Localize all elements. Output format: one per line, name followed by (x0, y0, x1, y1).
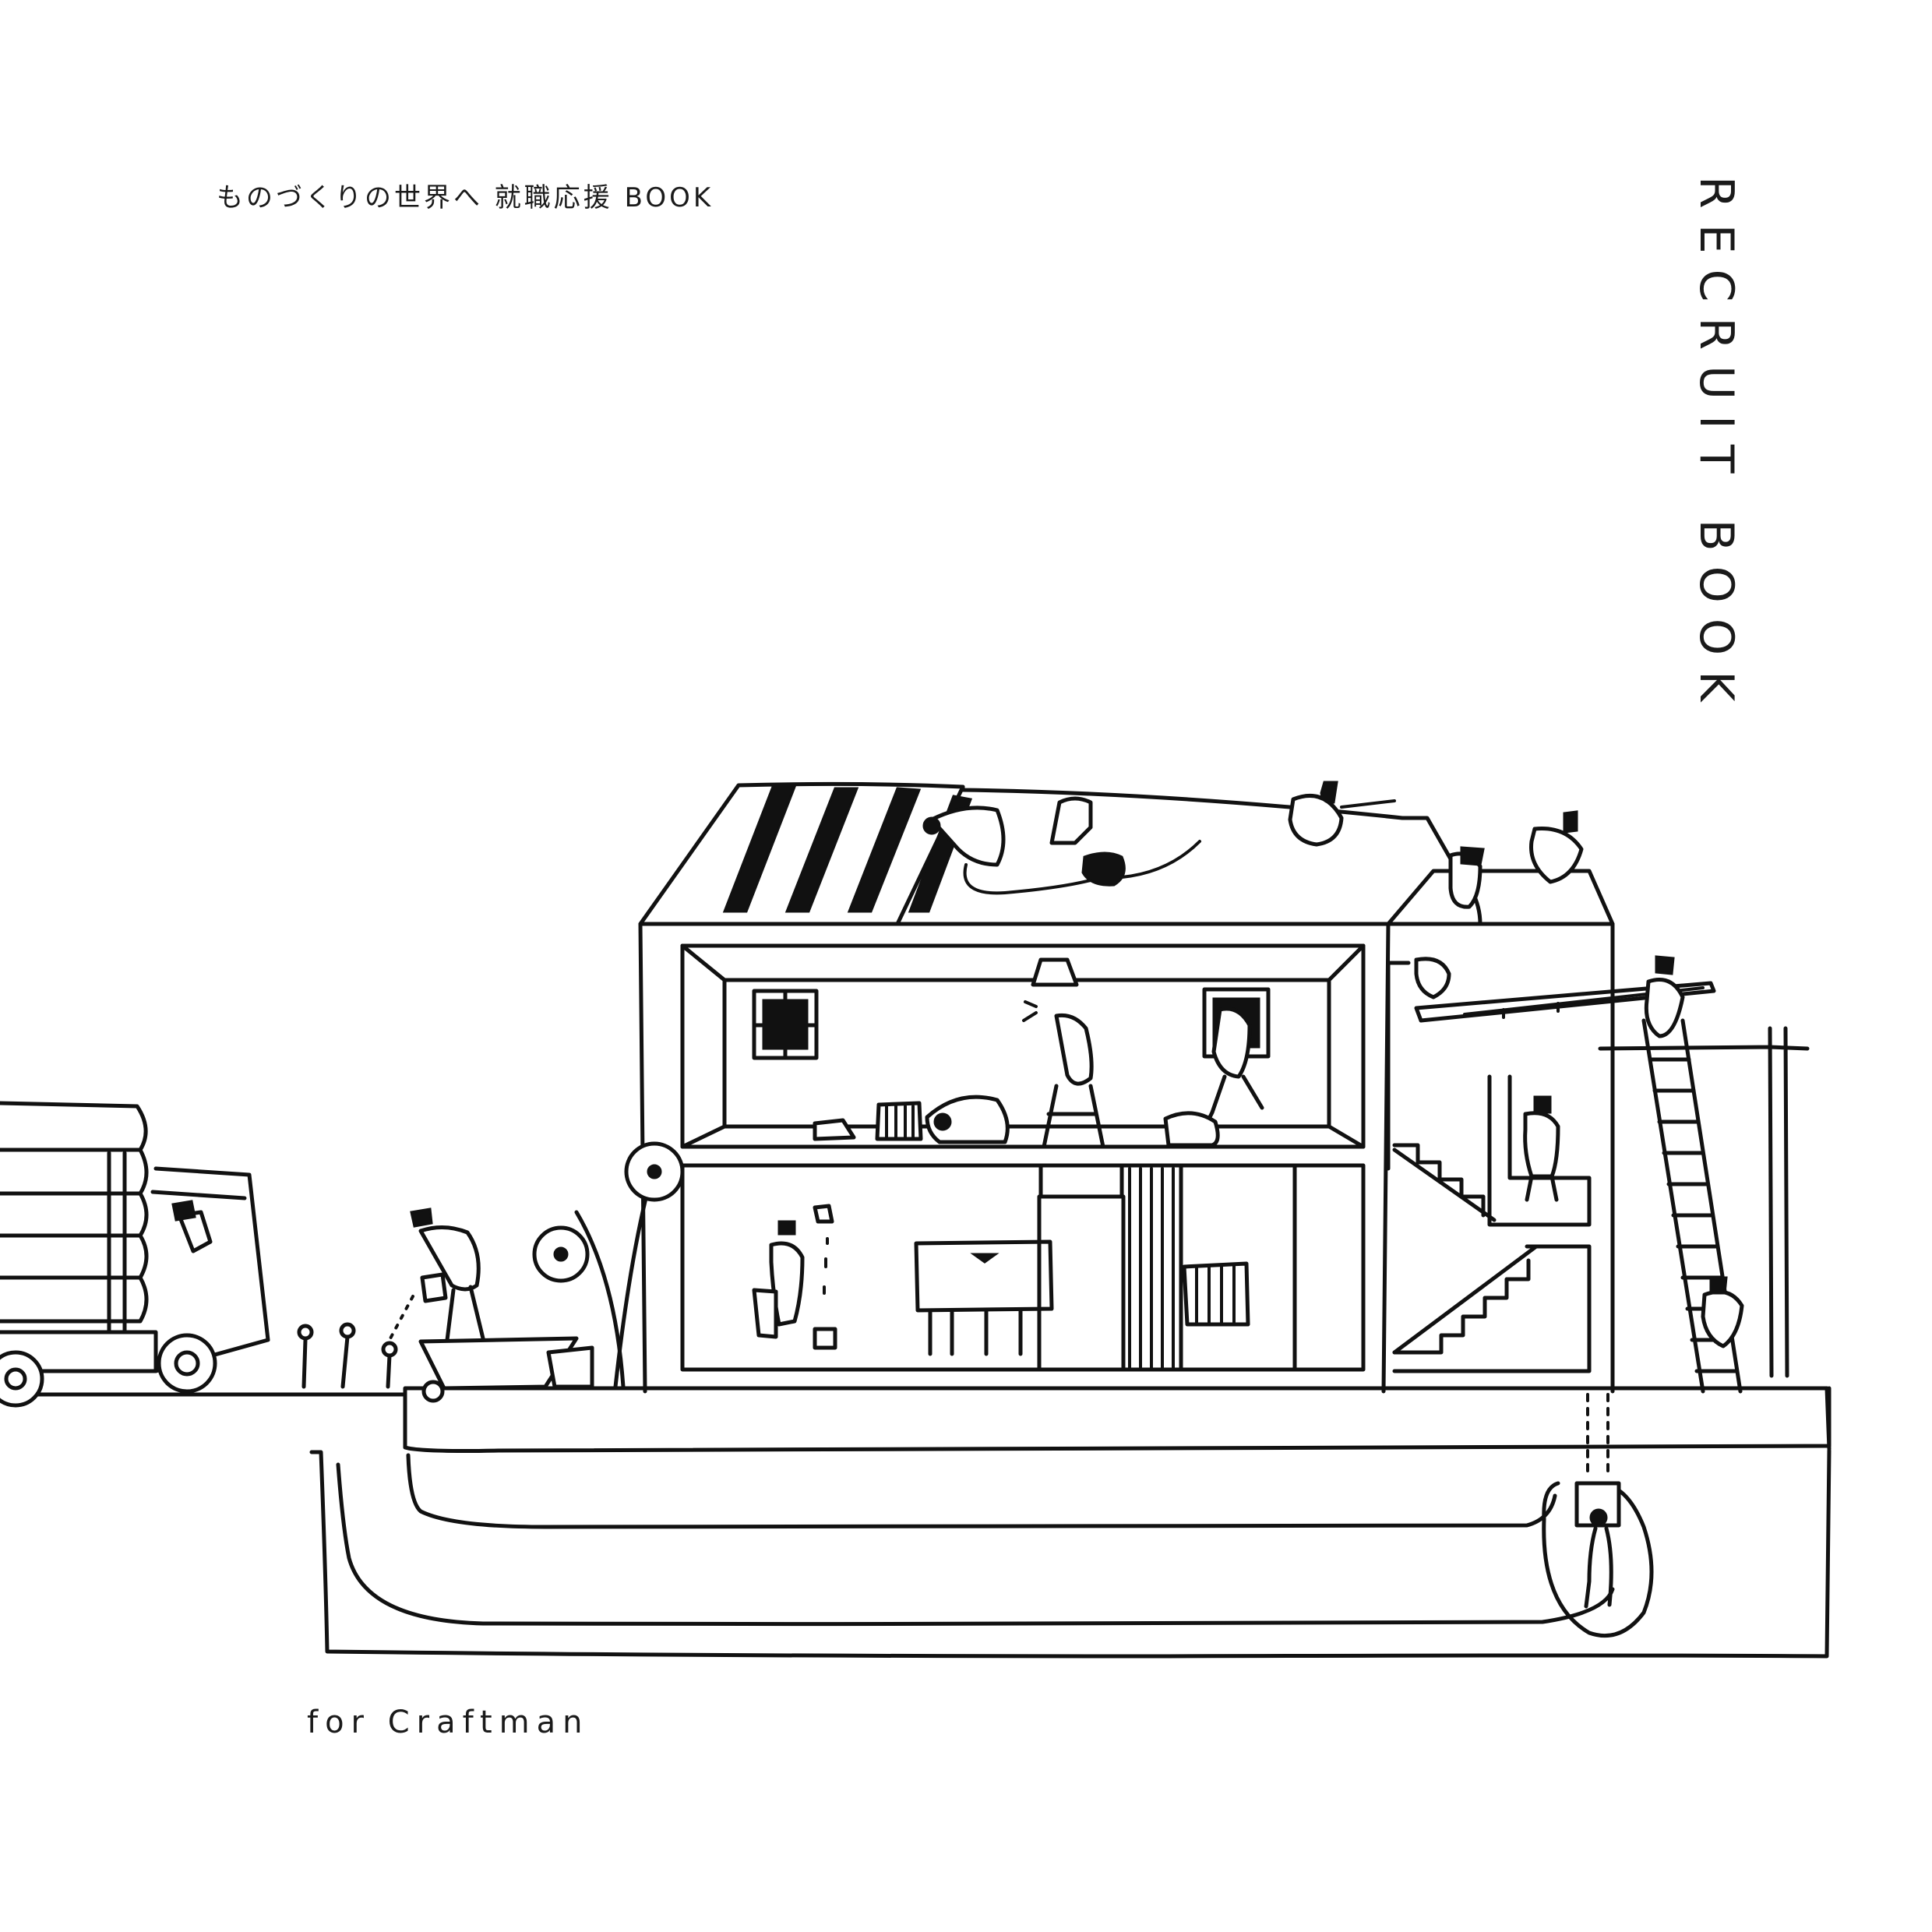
lamp-worker (1022, 957, 1105, 1149)
upper-floor-window-left (752, 989, 819, 1060)
cover-title: RECRUIT BOOK (1689, 176, 1743, 717)
upper-floor-tools (813, 1095, 1010, 1144)
cover-tagline: for Craftman (307, 1705, 590, 1740)
roof-panels (722, 785, 973, 913)
flowers (297, 1141, 685, 1389)
ladder-worker (1701, 1276, 1744, 1349)
scaffold-workers (1414, 955, 1685, 1038)
lower-floor-table (914, 1239, 1054, 1356)
stair-worker (1523, 1095, 1560, 1202)
ground-line (0, 1386, 1829, 1397)
lower-floor-partitions (1037, 1163, 1297, 1370)
staircase (1386, 961, 1592, 1373)
truck (0, 1101, 270, 1408)
underground-worker (1574, 1393, 1621, 1609)
scaffold (1414, 981, 1810, 1378)
roof-workers (922, 781, 1584, 909)
garden-worker (388, 1208, 485, 1342)
lower-floor-painter (752, 1204, 837, 1350)
foundation (309, 1386, 1832, 1659)
window-cleaner-worker (1163, 1007, 1264, 1148)
wheelbarrow (418, 1336, 594, 1403)
cover-subtitle: ものづくりの世界へ 就職応援 BOOK (217, 182, 714, 213)
